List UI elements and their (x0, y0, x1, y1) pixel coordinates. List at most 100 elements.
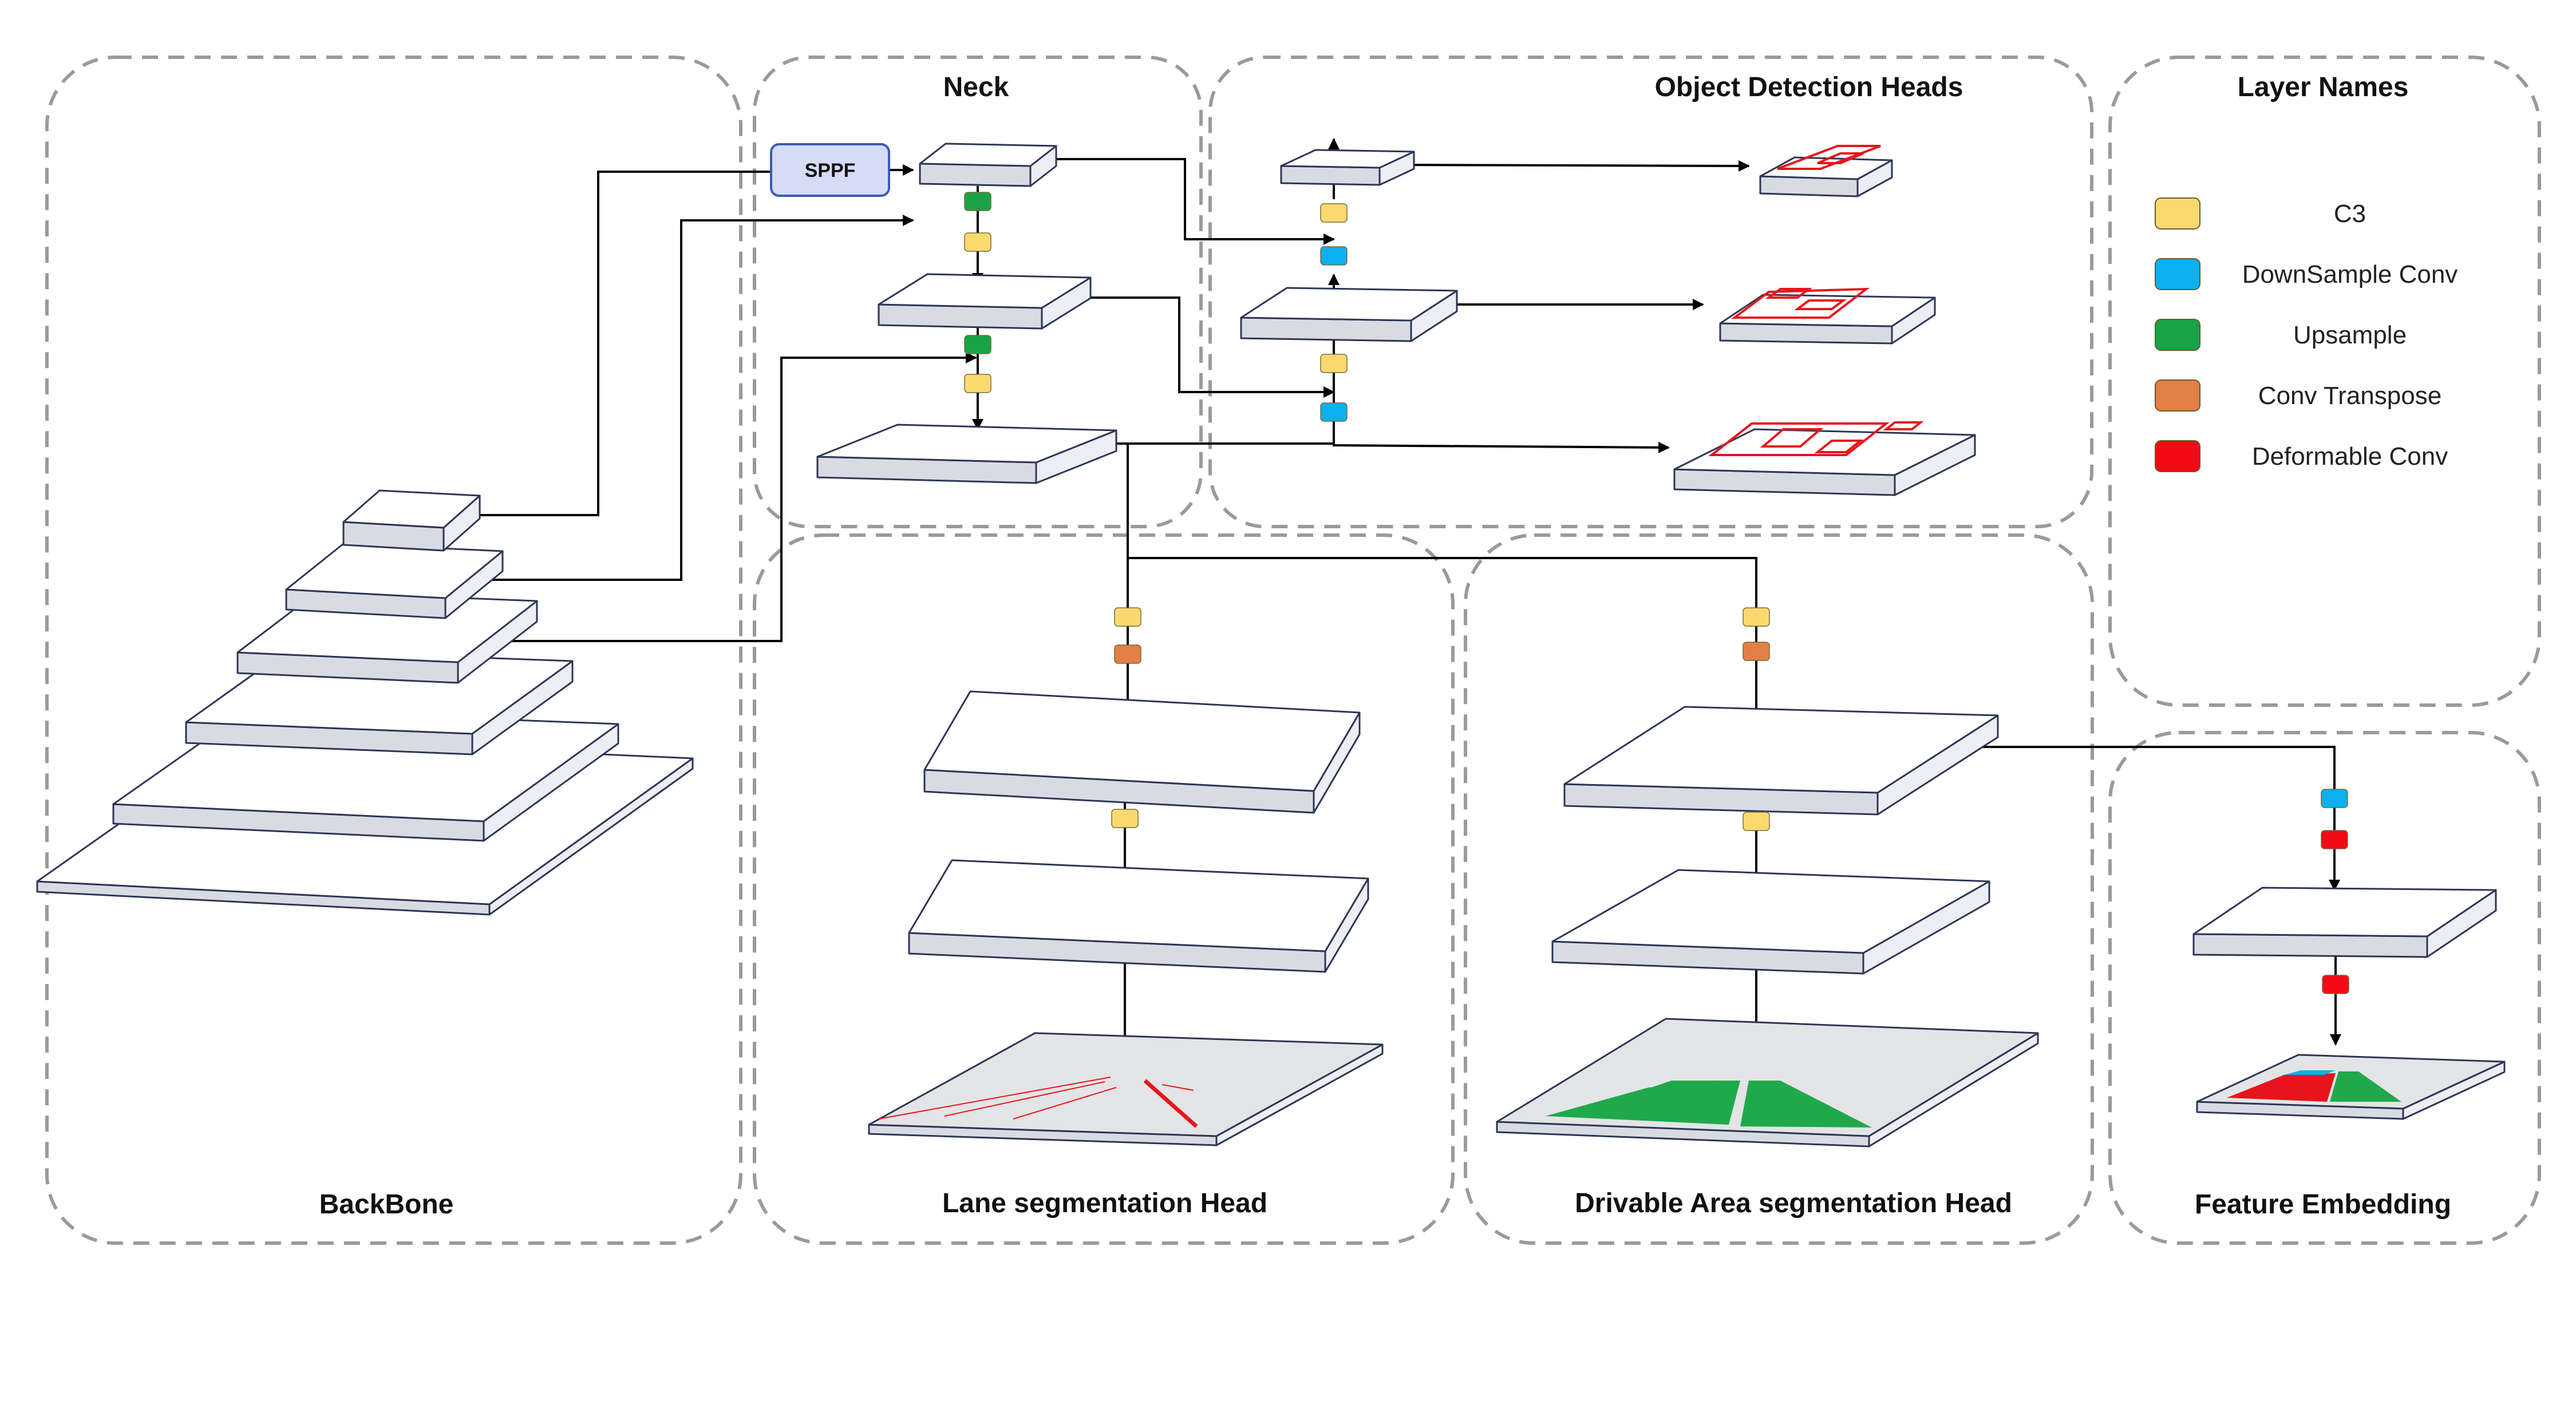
det-out-3-box-b (1760, 428, 1824, 448)
det-layer-1-top (1280, 149, 1415, 169)
upsample-block (964, 335, 991, 354)
backbone-box (45, 56, 742, 1245)
c3-block (1743, 812, 1770, 831)
c3-block (1111, 809, 1139, 828)
section-titles: BackBone Neck Object Detection Heads Lay… (319, 72, 2451, 1220)
neck-layer-2-top (878, 273, 1092, 309)
legend-label: Deformable Conv (2252, 442, 2448, 470)
det-layer-2 (1240, 287, 1458, 342)
drivable-box (1464, 533, 2094, 1245)
sppf-box (770, 143, 890, 197)
neck-layer-3 (816, 424, 1117, 484)
drivable-output-area (1546, 1081, 1872, 1128)
neck-layer-1 (919, 143, 1057, 187)
c3-block (1114, 607, 1141, 627)
det-layer-1-front (1280, 165, 1381, 186)
embedding-output-area (2227, 1070, 2401, 1102)
embedding-title: Feature Embedding (2195, 1189, 2451, 1220)
connector-backbone-low (498, 352, 977, 642)
embed-layer-1-front (2192, 933, 2428, 958)
slab-layer (36, 143, 2506, 1148)
conv-transpose-block (1743, 642, 1770, 661)
connector-backbone-top (469, 171, 771, 516)
lane-layer-1 (923, 690, 1361, 814)
backbone-title: BackBone (319, 1189, 454, 1220)
det-out-3-box-a (1708, 422, 1890, 456)
connector-det-out-1 (1390, 160, 1750, 172)
backbone-layer-1-top (342, 489, 481, 529)
lane-output (868, 1032, 1384, 1146)
embed-layer-1 (2192, 887, 2497, 958)
detection-title: Object Detection Heads (1655, 72, 1963, 102)
drivable-right (1740, 1081, 1872, 1128)
det-layer-2-front (1240, 317, 1412, 342)
legend-item: Upsample (2155, 319, 2407, 351)
legend-label: C3 (2334, 200, 2366, 228)
det-out-2-box-a (1731, 287, 1870, 319)
legend-title: Layer Names (2238, 72, 2409, 102)
det-out-1-box-b (1817, 152, 1864, 164)
conv-transpose-block (1114, 644, 1141, 664)
drive-layer-1-top (1563, 706, 1999, 794)
lane-line-3 (1013, 1087, 1117, 1120)
det-out-1-box-a (1777, 145, 1881, 170)
lane-title: Lane segmentation Head (942, 1188, 1267, 1219)
legend-swatch (2155, 197, 2200, 230)
lane-layer-1-top (923, 690, 1361, 792)
connectors (469, 138, 2341, 1063)
lane-line-2 (944, 1081, 1105, 1117)
upsample-block (964, 192, 991, 211)
legend-box (2108, 56, 2541, 707)
c3-block (1320, 354, 1348, 373)
connector-backbone-mid (481, 215, 914, 581)
section-boxes (45, 56, 2541, 1245)
lane-line-4 (1143, 1079, 1198, 1128)
c3-block (1743, 607, 1770, 627)
backbone-layer-1 (342, 489, 481, 552)
legend-item: C3 (2155, 197, 2366, 230)
c3-block (964, 374, 991, 393)
backbone-layer-2-top (285, 543, 504, 599)
neck-layer-1-front (919, 163, 1032, 187)
sppf-block: SPPF (770, 143, 890, 197)
lane-box (753, 533, 1455, 1245)
det-layer-2-top (1240, 287, 1458, 322)
drivable-title: Drivable Area segmentation Head (1575, 1188, 2012, 1219)
legend-item: DownSample Conv (2155, 258, 2458, 290)
embed-blue (2284, 1070, 2336, 1075)
lane-output-lines (878, 1077, 1198, 1128)
connector-neck-top-det (1033, 158, 1335, 245)
embedding-box (2108, 731, 2541, 1245)
deformable-block (2322, 975, 2349, 994)
det-out-2-box-b (1765, 288, 1812, 299)
embed-green (2330, 1071, 2401, 1102)
embed-red (2227, 1073, 2336, 1102)
neck-box (753, 56, 1203, 528)
neck-layer-2 (878, 273, 1092, 330)
drive-layer-2-top (1551, 869, 1990, 954)
lane-line-5 (1161, 1084, 1194, 1091)
legend-swatch (2155, 440, 2200, 472)
legend-label: DownSample Conv (2242, 260, 2458, 288)
detection-output-boxes (1708, 145, 1924, 456)
lane-line-1 (878, 1077, 1111, 1120)
detection-box (1208, 56, 2093, 528)
connector-embed (1938, 746, 2340, 891)
connector-neck-seg (1127, 444, 1757, 607)
neck-layer-1-top (919, 143, 1057, 167)
c3-block (1320, 203, 1348, 223)
downsample-block (1320, 402, 1348, 422)
lane-layer-2 (908, 859, 1369, 973)
backbone-layer-2 (285, 543, 504, 619)
legend-swatch (2155, 258, 2200, 290)
det-out-3-box-d (1883, 421, 1924, 430)
connector-det-out-3 (1333, 424, 1670, 453)
drive-layer-1 (1563, 706, 1999, 816)
downsample-block (2321, 789, 2348, 808)
embed-layer-1-top (2192, 887, 2497, 938)
det-output-2 (1719, 294, 1936, 345)
legend-label: Conv Transpose (2258, 382, 2441, 410)
c3-block (964, 232, 991, 252)
